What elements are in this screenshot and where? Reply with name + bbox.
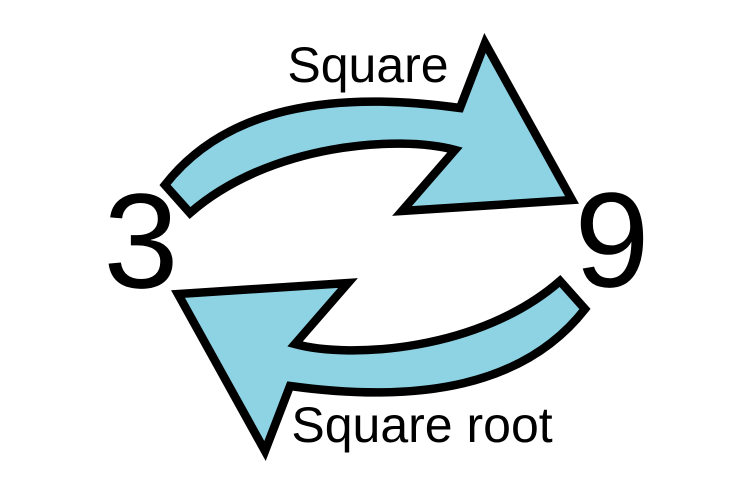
square-label: Square [287,37,449,93]
right-value: 9 [574,164,650,316]
square-root-label: Square root [291,397,553,453]
square-root-arrow-icon [171,275,591,462]
square-arrow-icon [159,32,579,219]
left-value: 3 [103,165,179,317]
